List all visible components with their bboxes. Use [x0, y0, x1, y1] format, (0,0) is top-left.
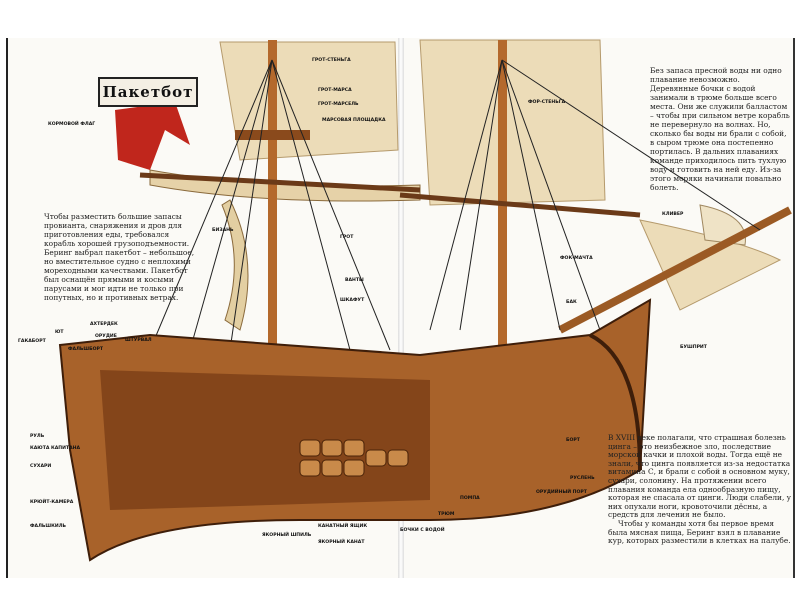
hull-cutaway [100, 370, 430, 510]
page-title: Пакетбот [98, 77, 198, 107]
book-spine [398, 38, 404, 578]
scurvy-paragraph: В XVIII веке полагали, что страшная боле… [608, 433, 794, 546]
scurvy-text: В XVIII веке полагали, что страшная боле… [608, 433, 792, 520]
label-kanat-yashik: Канатный ящик [318, 524, 368, 529]
label-yut: Ют [55, 330, 64, 335]
label-rul: Руль [30, 434, 45, 439]
yard-main [139, 172, 421, 193]
label-shkafut: Шкафут [340, 298, 365, 303]
label-falshkil: Фальшкиль [30, 524, 67, 529]
label-kanat: Якорный канат [318, 540, 365, 545]
label-falshbort: Фальшборт [68, 347, 104, 352]
fore-topsail [419, 39, 606, 206]
main-top [235, 130, 310, 140]
yard-fore [399, 192, 641, 218]
label-fok-stenga: Фор-стеньга [528, 100, 566, 105]
label-grot: Грот [340, 235, 354, 240]
bowsprit [558, 206, 792, 334]
label-pompa: Помпа [460, 496, 480, 501]
food-text: Чтобы у команды хотя бы первое время был… [608, 518, 791, 546]
stern-flag [115, 102, 190, 170]
bow-stem [589, 333, 642, 471]
label-bort: Борт [566, 438, 580, 443]
label-port: Орудийный порт [536, 490, 587, 495]
furled-mizzen [221, 199, 249, 331]
label-bushprit: Бушприт [680, 345, 707, 350]
label-grot-stenga: Грот-стеньга [312, 58, 351, 63]
label-shturval: Штурвал [125, 338, 152, 343]
rigging [149, 59, 761, 351]
label-bizan: Бизань [212, 228, 234, 233]
label-grot-marsa: Грот-марса [318, 88, 352, 93]
label-vanty: Ванты [345, 278, 364, 283]
intro-paragraph: Чтобы разместить большие запасы провиант… [44, 212, 195, 302]
label-kryuyt: Крюйт-камера [30, 500, 74, 505]
label-shpil: Якорный шпиль [262, 533, 312, 538]
label-fok-machta: Фок-мачта [560, 256, 593, 261]
fore-mast [498, 40, 507, 450]
label-bochki: Бочки с водой [400, 528, 445, 533]
label-gakabort: Гакаборт [18, 339, 46, 344]
label-kliver: Кливер [662, 212, 684, 217]
main-topsail [219, 41, 399, 161]
water-paragraph: Без запаса пресной воды ни одно плавание… [650, 66, 790, 192]
label-orudie: Орудие [95, 334, 117, 339]
label-grot-marsel: Грот-марсель [318, 102, 359, 107]
main-mast [268, 40, 277, 460]
label-marsovaya: Марсовая площадка [322, 118, 386, 123]
label-bak: Бак [566, 300, 577, 305]
label-sukhari: Сухари [30, 464, 52, 469]
label-flag: Кормовой флаг [48, 122, 96, 127]
label-ruslen: Руслень [570, 476, 595, 481]
label-trum: Трюм [438, 512, 455, 517]
water-barrels [299, 439, 409, 477]
label-kayuta: Каюта капитана [30, 446, 81, 451]
label-akhterdek: Ахтердек [90, 322, 118, 327]
